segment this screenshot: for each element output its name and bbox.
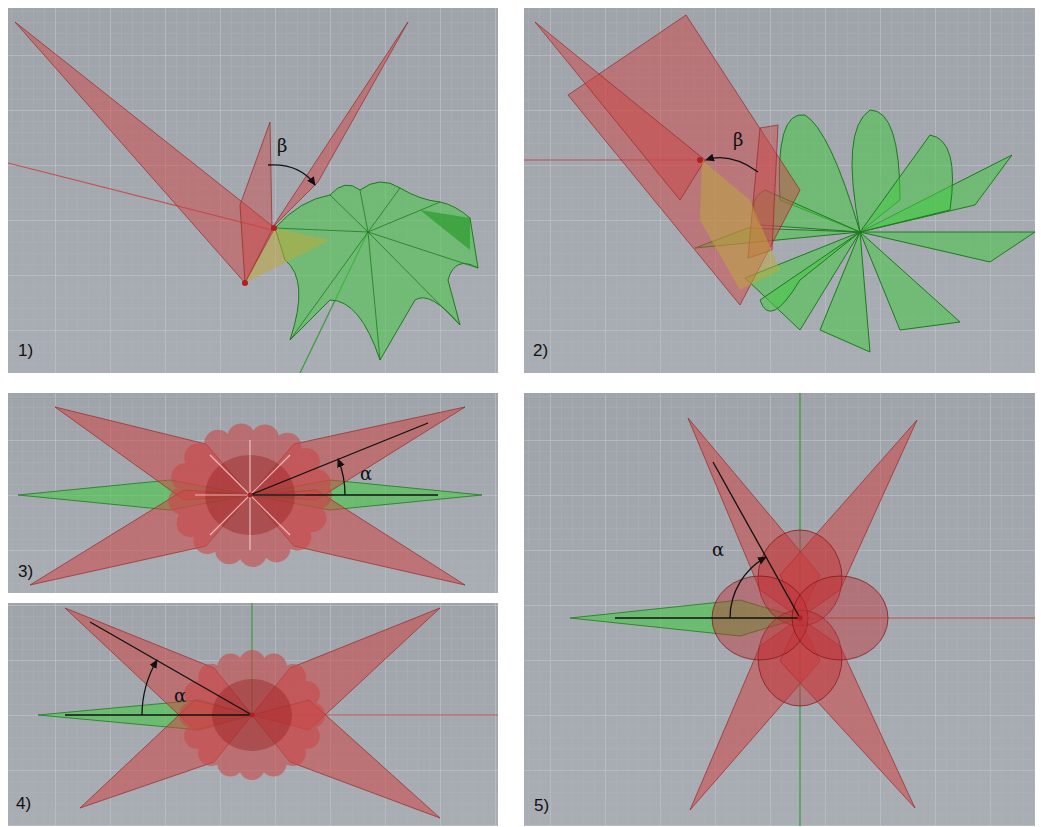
red-star <box>65 608 440 818</box>
red-lobe <box>792 576 888 660</box>
overlap <box>700 160 780 290</box>
panel-1 <box>8 8 498 373</box>
angle-label: β <box>733 130 743 150</box>
angle-label: α <box>174 686 186 706</box>
panel-number: 5) <box>534 797 549 816</box>
red-plane <box>272 22 408 228</box>
green-fold <box>420 210 470 250</box>
grid <box>524 393 1035 826</box>
angle-arc <box>142 660 157 715</box>
green-ribs <box>275 188 478 360</box>
green-petal <box>820 232 870 352</box>
green-surface <box>275 182 478 360</box>
angle-leg <box>90 622 252 715</box>
angle-leg <box>615 617 800 618</box>
panel-5 <box>524 393 1035 826</box>
panel-number: 3) <box>18 563 33 582</box>
angle-label: β <box>277 136 287 156</box>
pivot-point <box>697 157 703 163</box>
overlap <box>245 228 330 283</box>
center-point <box>798 616 803 621</box>
panel-ground <box>8 393 498 593</box>
green-lobe <box>860 135 953 232</box>
angle-arc <box>338 459 345 495</box>
angle-arc <box>268 165 315 185</box>
panel-number: 4) <box>16 795 31 814</box>
panel-2 <box>524 8 1035 373</box>
center-point <box>248 493 253 498</box>
grid <box>8 8 498 373</box>
grid <box>8 8 498 373</box>
red-planes <box>15 22 408 286</box>
center-point <box>250 713 255 718</box>
angle-leg <box>250 423 428 495</box>
angle-arc <box>730 557 766 618</box>
panel-4 <box>8 603 498 826</box>
panel-ground <box>524 393 1035 826</box>
angle-leg <box>65 714 252 715</box>
pivot-point <box>242 280 248 286</box>
grid <box>8 393 498 593</box>
grid <box>8 393 498 593</box>
angle-leg <box>250 494 438 495</box>
panel-ground <box>524 8 1035 373</box>
angle-label: α <box>712 540 724 560</box>
pivot-point <box>271 225 277 231</box>
panel-ground <box>8 8 498 373</box>
grid <box>524 8 1035 373</box>
panel-ground <box>8 603 498 826</box>
red-plane <box>535 22 705 200</box>
green-petal <box>860 232 1035 262</box>
grid <box>8 603 498 826</box>
grid <box>8 603 498 826</box>
green-umbrella <box>275 182 478 360</box>
panel-number: 2) <box>533 342 548 361</box>
red-star <box>30 407 465 585</box>
grid <box>524 393 1035 826</box>
angle-leg <box>713 462 800 618</box>
angle-label: α <box>360 464 372 484</box>
red-planes <box>535 15 800 305</box>
red-star <box>688 418 917 810</box>
angle-arc <box>706 158 758 172</box>
red-plane <box>15 22 275 283</box>
panel-number: 1) <box>18 342 33 361</box>
grid <box>524 8 1035 373</box>
panel-3 <box>8 393 498 593</box>
